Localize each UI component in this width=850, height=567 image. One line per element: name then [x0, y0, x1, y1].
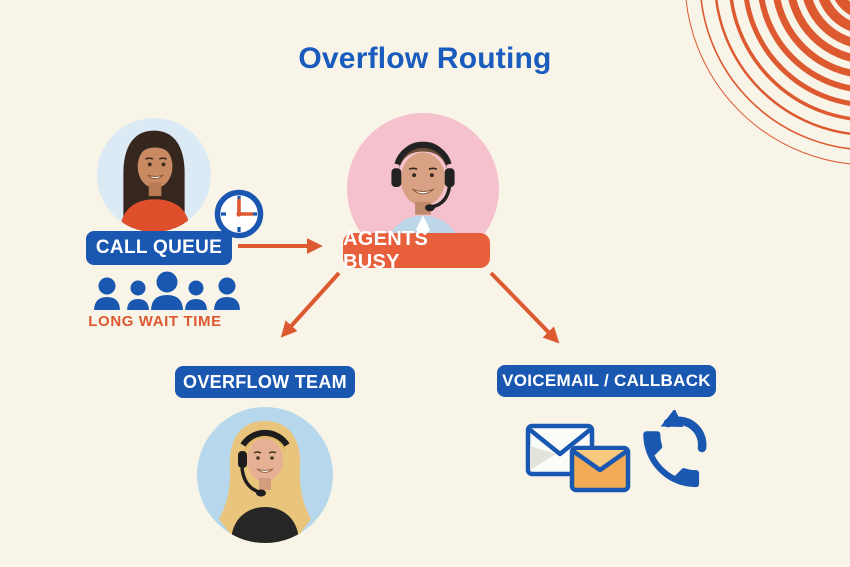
phone-callback-icon: [643, 410, 707, 488]
overflow-team-node: OVERFLOW TEAM: [175, 366, 355, 398]
long-wait-time-label: LONG WAIT TIME: [88, 313, 222, 330]
overflow-agent-photo: [197, 407, 333, 543]
arrow-busy-to-voicemail: [489, 271, 560, 344]
arrow-busy-to-overflow: [280, 271, 341, 338]
concentric-arcs-decoration: [685, 0, 850, 165]
caller-avatar-illustration: [120, 130, 190, 232]
envelope-icons: [525, 423, 631, 493]
call-queue-node: CALL QUEUE: [86, 231, 232, 265]
overflow-agent-avatar-illustration: [219, 421, 311, 543]
caller-photo: [97, 118, 211, 232]
envelope-orange-icon: [569, 445, 631, 493]
agents-busy-node: AGENTS BUSY: [343, 228, 490, 273]
page-title: Overflow Routing: [298, 42, 552, 75]
voicemail-callback-node: VOICEMAIL / CALLBACK: [497, 365, 716, 397]
clock-icon: [214, 189, 264, 239]
queue-people-icon: [91, 269, 243, 311]
